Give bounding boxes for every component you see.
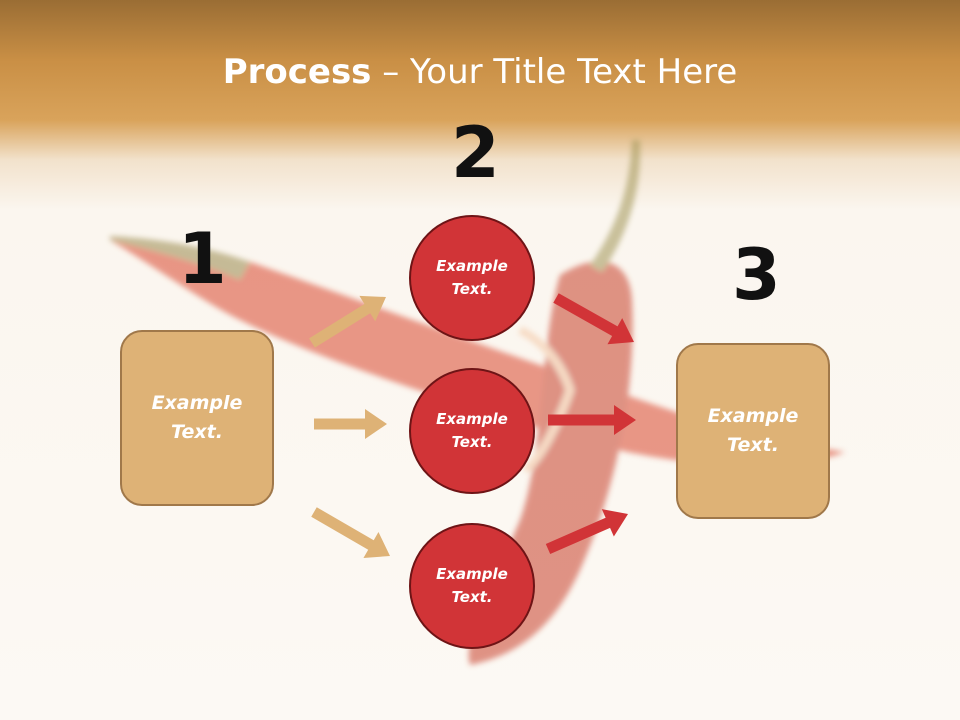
- arrow-left-to-top-icon: [309, 295, 387, 348]
- title-bold: Process: [222, 52, 372, 92]
- arrow-middle-to-right-icon: [548, 405, 636, 435]
- step-number-1: 1: [178, 218, 227, 300]
- arrow-left-to-middle-icon: [314, 409, 387, 439]
- circle-top: Example Text.: [409, 215, 535, 341]
- step-number-2: 2: [451, 112, 500, 194]
- left-box: Example Text.: [120, 330, 274, 506]
- circle-middle: Example Text.: [409, 368, 535, 494]
- title-rest: – Your Title Text Here: [371, 52, 738, 92]
- slide-title: Process – Your Title Text Here: [0, 52, 960, 92]
- right-box: Example Text.: [676, 343, 830, 519]
- circle-bottom: Example Text.: [409, 523, 535, 649]
- arrow-left-to-bottom-icon: [311, 507, 391, 558]
- arrow-top-to-right-icon: [553, 293, 635, 345]
- step-number-3: 3: [732, 234, 781, 316]
- arrow-bottom-to-right-icon: [545, 509, 628, 555]
